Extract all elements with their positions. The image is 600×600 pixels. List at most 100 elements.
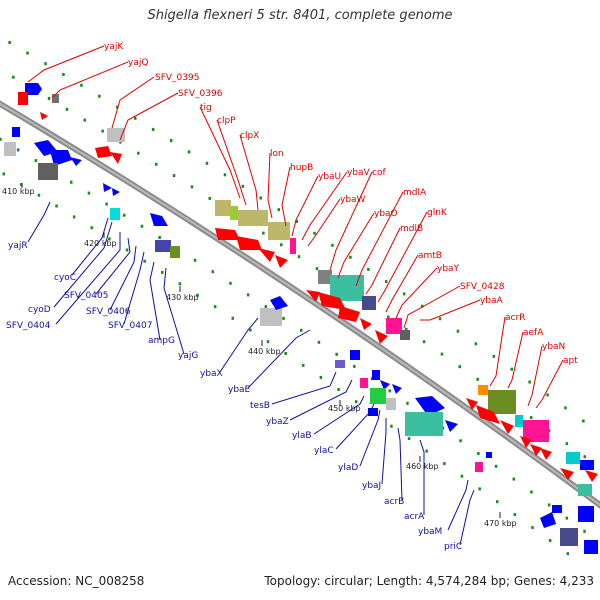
ruler-dot	[8, 41, 11, 44]
ruler-dot	[155, 162, 158, 166]
ruler-dot	[262, 231, 265, 235]
ruler-dot	[583, 529, 586, 533]
ruler-dot	[229, 281, 232, 285]
ruler-dot	[494, 464, 498, 468]
gene-label: aefA	[523, 328, 544, 338]
ruler-dot	[62, 73, 65, 76]
ruler-dot	[55, 204, 58, 208]
ruler-dot	[496, 500, 499, 504]
ruler-dot	[335, 352, 338, 356]
gene-label: cyoD	[28, 305, 51, 315]
tick-label: 420 kbp	[84, 239, 117, 248]
ruler-dot	[385, 280, 388, 284]
ruler-dot	[512, 477, 515, 481]
ruler-dot	[438, 317, 442, 321]
ruler-dot	[513, 513, 517, 517]
gene-features	[4, 83, 598, 554]
gene-label: tig	[200, 103, 212, 113]
ruler-dot	[529, 416, 533, 420]
ruler-dot	[531, 526, 534, 530]
ruler-dot	[565, 516, 569, 520]
gene-label: SFV_0395	[155, 73, 199, 83]
ruler-dot	[98, 94, 101, 98]
tick-label: 430 kbp	[166, 293, 199, 302]
ruler-dot	[582, 419, 585, 423]
ruler-dot	[478, 487, 481, 491]
gene-label: ybaW	[340, 195, 366, 205]
ruler-dot	[546, 393, 549, 397]
ruler-dot	[277, 208, 280, 212]
gene-label: ybaJ	[362, 481, 381, 491]
ruler-dot	[390, 424, 393, 428]
tick-label: 450 kbp	[328, 404, 361, 413]
gene-label: ybaA	[480, 296, 504, 306]
ruler-dot	[190, 185, 194, 189]
bottom-gene-labels: yajR cyoC cyoD SFV_0404 SFV_0405 SFV_040…	[6, 241, 462, 552]
ruler-dot	[297, 255, 301, 259]
gene-label: SFV_0404	[6, 321, 51, 331]
gene-label: acrB	[384, 497, 404, 507]
gene-label: lon	[270, 149, 284, 159]
ruler-dot	[547, 503, 551, 507]
ruler-dot	[354, 400, 358, 404]
ruler-dot	[34, 159, 38, 163]
ruler-dot	[530, 490, 533, 494]
ruler-dot	[205, 161, 209, 165]
ruler-dot	[406, 401, 409, 405]
ruler-dot	[337, 388, 340, 391]
ruler-dot	[548, 539, 552, 543]
ruler-dot	[302, 363, 305, 367]
top-gene-labels: yajK yajQ SFV_0395 SFV_0396 tig clpP clp…	[104, 42, 578, 366]
gene-label: ybaV	[347, 168, 371, 178]
ruler-dot	[87, 191, 91, 195]
bottom-leader-lines	[27, 201, 475, 546]
gene-label: SFV_0407	[108, 321, 152, 331]
top-leader-lines	[27, 45, 564, 409]
ruler-dot	[565, 442, 569, 446]
ruler-dot	[492, 354, 496, 358]
gene-label: ybaU	[318, 172, 341, 182]
gene-label: ylaC	[314, 446, 334, 456]
gene-label: clpX	[240, 131, 259, 141]
gene-label: SFV_0428	[460, 282, 505, 292]
ruler-dot	[178, 282, 182, 286]
ruler-dot	[223, 173, 227, 177]
ruler-dot	[407, 437, 411, 441]
ruler-dot	[367, 267, 370, 271]
gene-label: acrA	[404, 512, 425, 522]
gene-label: priC	[444, 542, 462, 552]
ruler-dot	[246, 293, 250, 297]
ruler-dot	[387, 315, 390, 319]
ruler-dot	[37, 193, 41, 197]
gene-label: ylaB	[292, 431, 312, 441]
ruler-dot	[20, 183, 23, 186]
ruler-dot	[425, 449, 428, 453]
ruler-dot	[187, 150, 191, 154]
ruler-dot	[331, 243, 334, 247]
ruler-dot	[282, 316, 285, 320]
ruler-dot	[564, 406, 567, 410]
ruler-dot	[172, 174, 176, 178]
ruler-dot	[196, 293, 199, 297]
ruler-dot	[26, 51, 29, 55]
tick-label: 460 kbp	[406, 462, 439, 471]
ruler-dot	[440, 352, 444, 356]
ruler-dot	[566, 552, 570, 556]
ruler-dot	[134, 116, 137, 120]
gene-label: SFV_0396	[178, 89, 223, 99]
tick-label: 440 kbp	[248, 347, 281, 356]
gene-label: mdlB	[400, 224, 423, 234]
ruler-dot	[80, 83, 83, 87]
ruler-dot	[211, 270, 214, 274]
ruler-dot	[249, 328, 252, 332]
ruler-dot	[123, 213, 126, 217]
ruler-dot	[422, 340, 426, 344]
gene-label: yajQ	[128, 58, 148, 68]
ruler-dot	[65, 107, 69, 111]
ruler-dot	[241, 184, 245, 188]
ruler-dot	[193, 258, 197, 262]
ruler-dot	[388, 389, 391, 393]
ruler-dot	[528, 380, 531, 384]
ruler-dot	[101, 129, 104, 133]
ruler-dot	[119, 140, 122, 144]
